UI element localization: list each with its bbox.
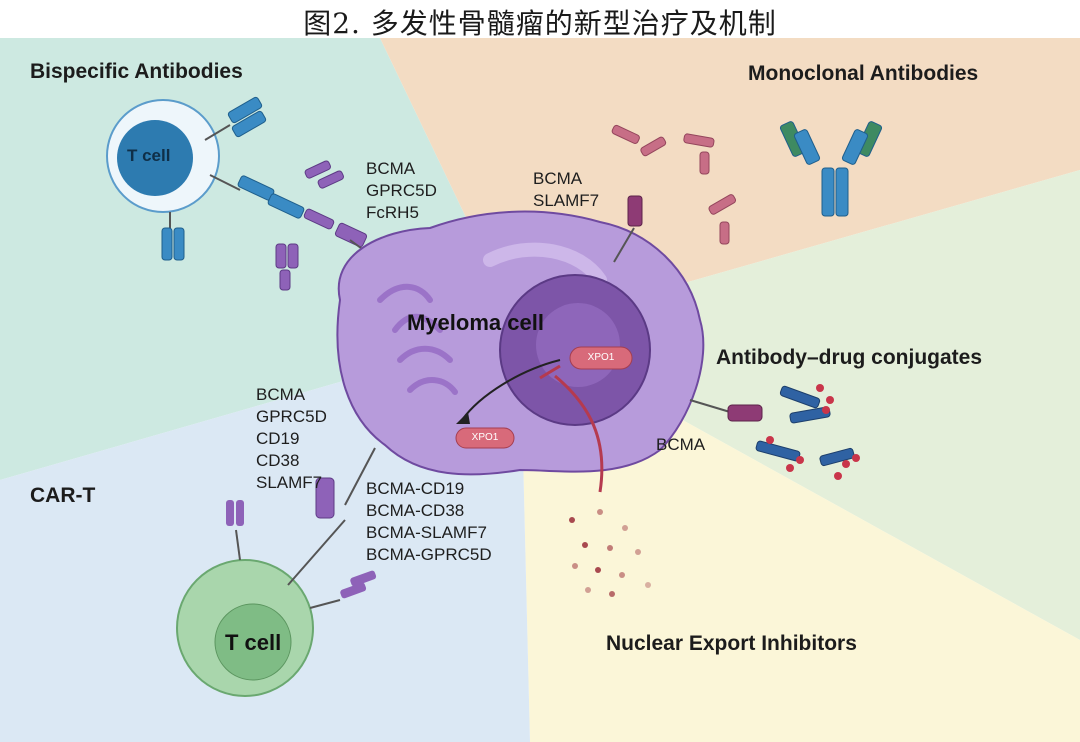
cart-tcell [176,559,314,697]
target-label: BCMA-CD38 [366,501,465,520]
target-label: BCMA-GPRC5D [366,545,492,564]
target-label: BCMA [256,385,306,404]
inhibitor-line [554,374,604,493]
target-label: BCMA [366,159,416,178]
bispecific-tcell [106,99,220,213]
cart-single-targets: BCMA GPRC5D CD19 CD38 SLAMF7 [256,384,327,494]
target-label: SLAMF7 [533,191,600,210]
export-arrowhead [456,412,470,424]
target-label: BCMA-SLAMF7 [366,523,487,542]
target-label: BCMA-CD19 [366,479,465,498]
target-label: CD19 [256,429,300,448]
xpo1-nucleus-pill [569,346,633,370]
target-label: BCMA [533,169,583,188]
bispecific-section-title: Bispecific Antibodies [30,60,243,83]
inhibitor-molecules [569,509,651,597]
cart-tcell-label: T cell [225,630,282,655]
car-receptors [226,447,377,609]
bispecific-tcell-label: T cell [127,146,171,165]
target-label: BCMA [656,435,706,454]
antibody-drug-conjugates [689,384,860,480]
target-label: GPRC5D [366,181,437,200]
monoclonal-targets: BCMA SLAMF7 [533,168,599,212]
target-label: SLAMF7 [256,473,323,492]
adc-targets: BCMA [656,434,705,456]
xpo1-cytoplasm-label: XPO1 [471,432,499,443]
bispecific-antibodies [161,96,381,291]
monoclonal-antibodies [611,121,883,263]
adc-sector [520,170,1080,640]
cart-dual-targets: BCMA-CD19 BCMA-CD38 BCMA-SLAMF7 BCMA-GPR… [366,478,492,566]
target-label: CD38 [256,451,300,470]
bispecific-targets: BCMA GPRC5D FcRH5 [366,158,437,224]
inhibitor-bar [539,364,561,380]
adc-section-title: Antibody–drug conjugates [716,346,983,369]
monoclonal-section-title: Monoclonal Antibodies [748,62,979,85]
xpo1-nucleus-label: XPO1 [587,352,615,363]
target-label: FcRH5 [366,203,419,222]
export-arrow [461,359,561,421]
myeloma-cell [336,210,705,476]
figure-title: 图2. 多发性骨髓瘤的新型治疗及机制 [303,7,777,40]
target-label: GPRC5D [256,407,327,426]
nuclear-section-title: Nuclear Export Inhibitors [606,632,857,655]
myeloma-cell-label: Myeloma cell [407,310,544,335]
xpo1-cytoplasm-pill [455,427,515,449]
cart-section-title: CAR-T [30,484,96,507]
